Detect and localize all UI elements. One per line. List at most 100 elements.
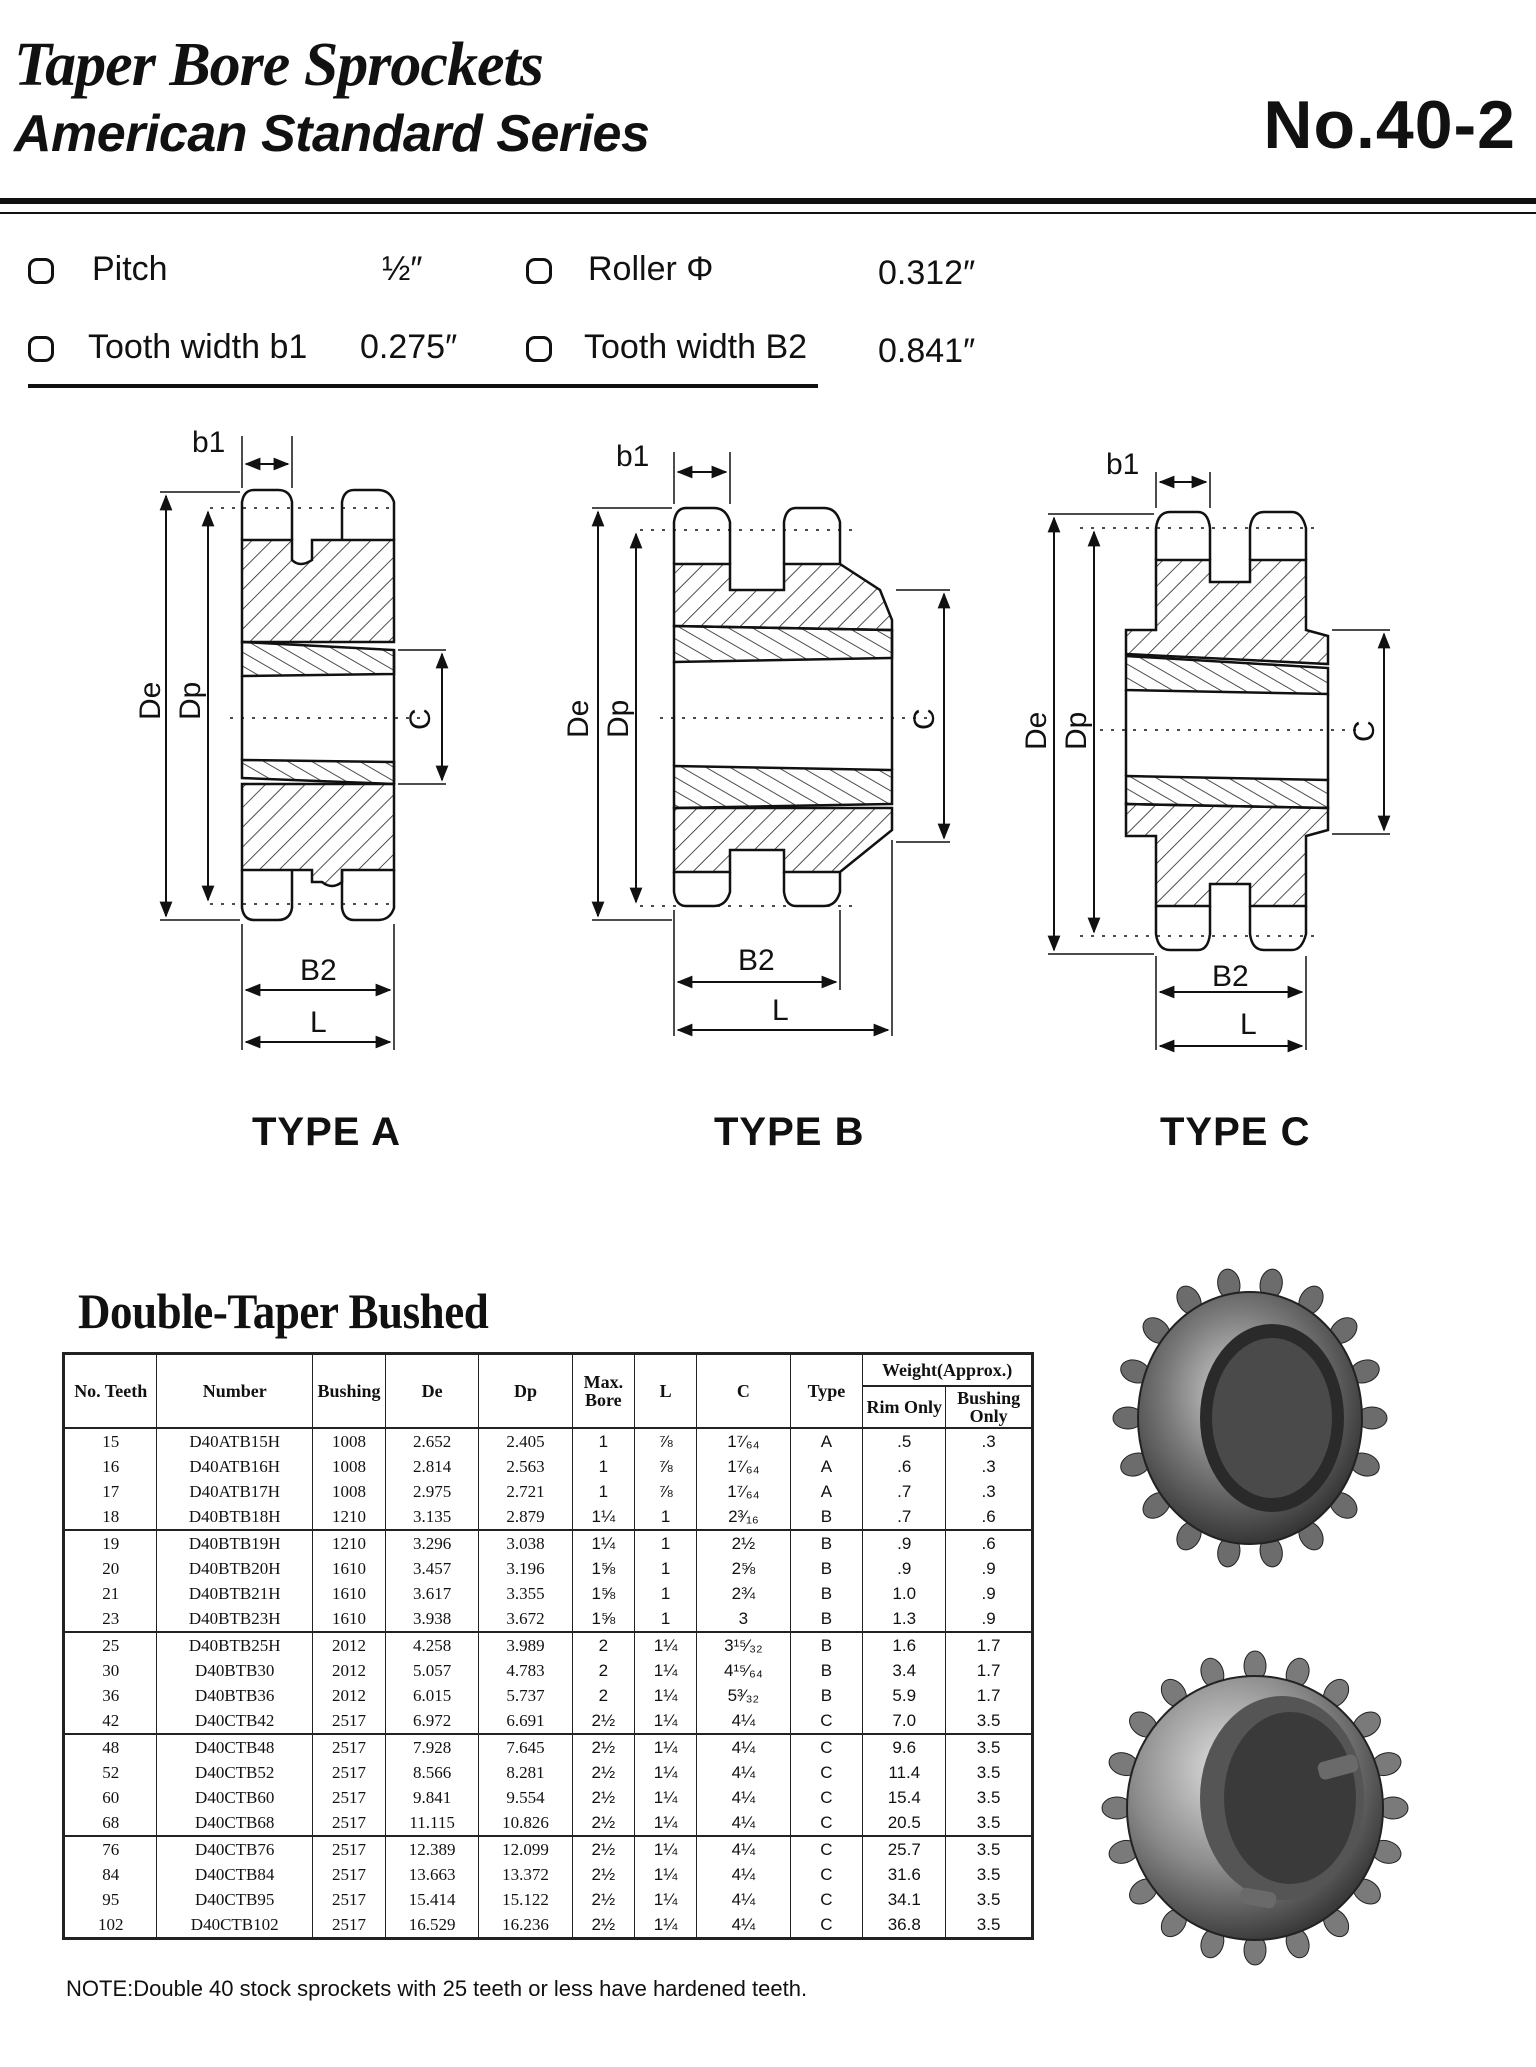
- table-cell: C: [789, 1912, 863, 1939]
- b2-bullet-icon: [526, 336, 552, 362]
- table-cell: 23: [102, 1609, 120, 1628]
- table-cell: 5³⁄₃₂: [696, 1683, 791, 1708]
- col-number: Number: [156, 1353, 313, 1429]
- table-cell: 2.975: [384, 1479, 479, 1504]
- table-cell: D40CTB60: [156, 1785, 313, 1810]
- table-cell: 3.672: [478, 1606, 573, 1632]
- table-cell: 76: [63, 1835, 157, 1862]
- table-cell: 1: [633, 1504, 697, 1530]
- table-cell: C: [789, 1785, 863, 1810]
- table-cell: D40BTB19H: [156, 1529, 313, 1556]
- table-cell: 2517: [312, 1862, 386, 1887]
- table-cell: 1¼: [633, 1683, 697, 1708]
- col-bushing: Bushing: [312, 1353, 386, 1429]
- table-cell: 3.457: [384, 1556, 479, 1581]
- table-cell: ⅞: [633, 1454, 697, 1479]
- table-cell: .7: [862, 1504, 946, 1530]
- table-cell: 7.928: [384, 1733, 479, 1760]
- table-cell: 1.7: [945, 1631, 1033, 1658]
- table-cell: 52: [102, 1763, 120, 1782]
- table-cell: 1¼: [633, 1912, 697, 1939]
- table-cell: C: [789, 1862, 863, 1887]
- table-cell: .5: [862, 1428, 946, 1454]
- type-a-de-label: De: [134, 682, 167, 720]
- table-cell: 11.115: [384, 1810, 479, 1836]
- title-line-2: American Standard Series: [14, 105, 650, 163]
- table-cell: 102: [97, 1915, 124, 1934]
- footnote: NOTE:Double 40 stock sprockets with 25 t…: [66, 1976, 808, 2001]
- table-cell: 2517: [312, 1760, 386, 1785]
- table-cell: 16.529: [384, 1912, 479, 1939]
- table-cell: 3.196: [478, 1556, 573, 1581]
- type-b-l-label: L: [772, 994, 789, 1027]
- table-cell: 4¼: [696, 1785, 791, 1810]
- table-cell: 4¹⁵⁄₆₄: [696, 1658, 791, 1683]
- table-cell: 1¼: [633, 1785, 697, 1810]
- table-cell: 1610: [312, 1581, 386, 1606]
- table-cell: D40BTB23H: [156, 1606, 313, 1632]
- table-cell: 3.989: [478, 1631, 573, 1658]
- spec-table: No. Teeth Number Bushing De Dp Max. Bore…: [62, 1352, 1034, 1940]
- table-cell: 1⅝: [571, 1581, 635, 1606]
- table-cell: 4¼: [696, 1760, 791, 1785]
- table-cell: 4¼: [696, 1708, 791, 1734]
- table-cell: 2½: [571, 1862, 635, 1887]
- table-cell: 2½: [571, 1912, 635, 1939]
- table-cell: 1.0: [862, 1581, 946, 1606]
- table-cell: 3.5: [945, 1708, 1033, 1734]
- table-cell: ⅞: [633, 1479, 697, 1504]
- table-cell: 95: [102, 1890, 120, 1909]
- table-cell: B: [789, 1556, 863, 1581]
- table-cell: 6.972: [384, 1708, 479, 1734]
- table-cell: 1.7: [945, 1683, 1033, 1708]
- table-cell: 3.5: [945, 1785, 1033, 1810]
- table-cell: 18: [102, 1507, 120, 1526]
- table-cell: .9: [862, 1556, 946, 1581]
- table-cell: D40BTB18H: [156, 1504, 313, 1530]
- table-cell: 1¼: [571, 1504, 635, 1530]
- table-cell: 2517: [312, 1810, 386, 1836]
- table-cell: 1008: [312, 1428, 386, 1454]
- table-cell: 2½: [571, 1887, 635, 1912]
- type-c-b1-label: b1: [1106, 448, 1139, 481]
- table-cell: 3¹⁵⁄₃₂: [696, 1631, 791, 1658]
- table-cell: 4¼: [696, 1912, 791, 1939]
- table-cell: 2: [571, 1683, 635, 1708]
- col-dp: Dp: [478, 1353, 573, 1429]
- type-a-b1-label: b1: [192, 426, 225, 459]
- table-cell: 2½: [571, 1760, 635, 1785]
- table-cell: 84: [102, 1865, 120, 1884]
- table-cell: 1¼: [633, 1887, 697, 1912]
- type-c-de-label: De: [1020, 712, 1053, 750]
- table-cell: 3.5: [945, 1733, 1033, 1760]
- table-cell: 2³⁄₁₆: [696, 1504, 791, 1530]
- col-de: De: [384, 1353, 479, 1429]
- table-cell: 15.4: [862, 1785, 946, 1810]
- table-cell: .9: [862, 1529, 946, 1556]
- table-cell: D40CTB52: [156, 1760, 313, 1785]
- type-c-b2-label: B2: [1212, 960, 1249, 993]
- table-cell: 3.617: [384, 1581, 479, 1606]
- table-cell: 13.663: [384, 1862, 479, 1887]
- table-cell: 2012: [312, 1631, 386, 1658]
- table-cell: 4.783: [478, 1658, 573, 1683]
- table-cell: 7.645: [478, 1733, 573, 1760]
- type-c-l-label: L: [1240, 1008, 1257, 1041]
- table-cell: 2.814: [384, 1454, 479, 1479]
- table-cell: 1⁷⁄₆₄: [696, 1454, 791, 1479]
- type-a-l-label: L: [310, 1006, 327, 1039]
- table-cell: 25.7: [862, 1835, 946, 1862]
- specs-underline: [28, 384, 818, 388]
- tooth-width-b1-label: Tooth width b1: [88, 328, 308, 366]
- table-cell: 1: [571, 1479, 635, 1504]
- table-cell: C: [789, 1887, 863, 1912]
- table-cell: B: [789, 1683, 863, 1708]
- table-cell: 15.414: [384, 1887, 479, 1912]
- table-cell: 1: [633, 1556, 697, 1581]
- table-cell: 1008: [312, 1454, 386, 1479]
